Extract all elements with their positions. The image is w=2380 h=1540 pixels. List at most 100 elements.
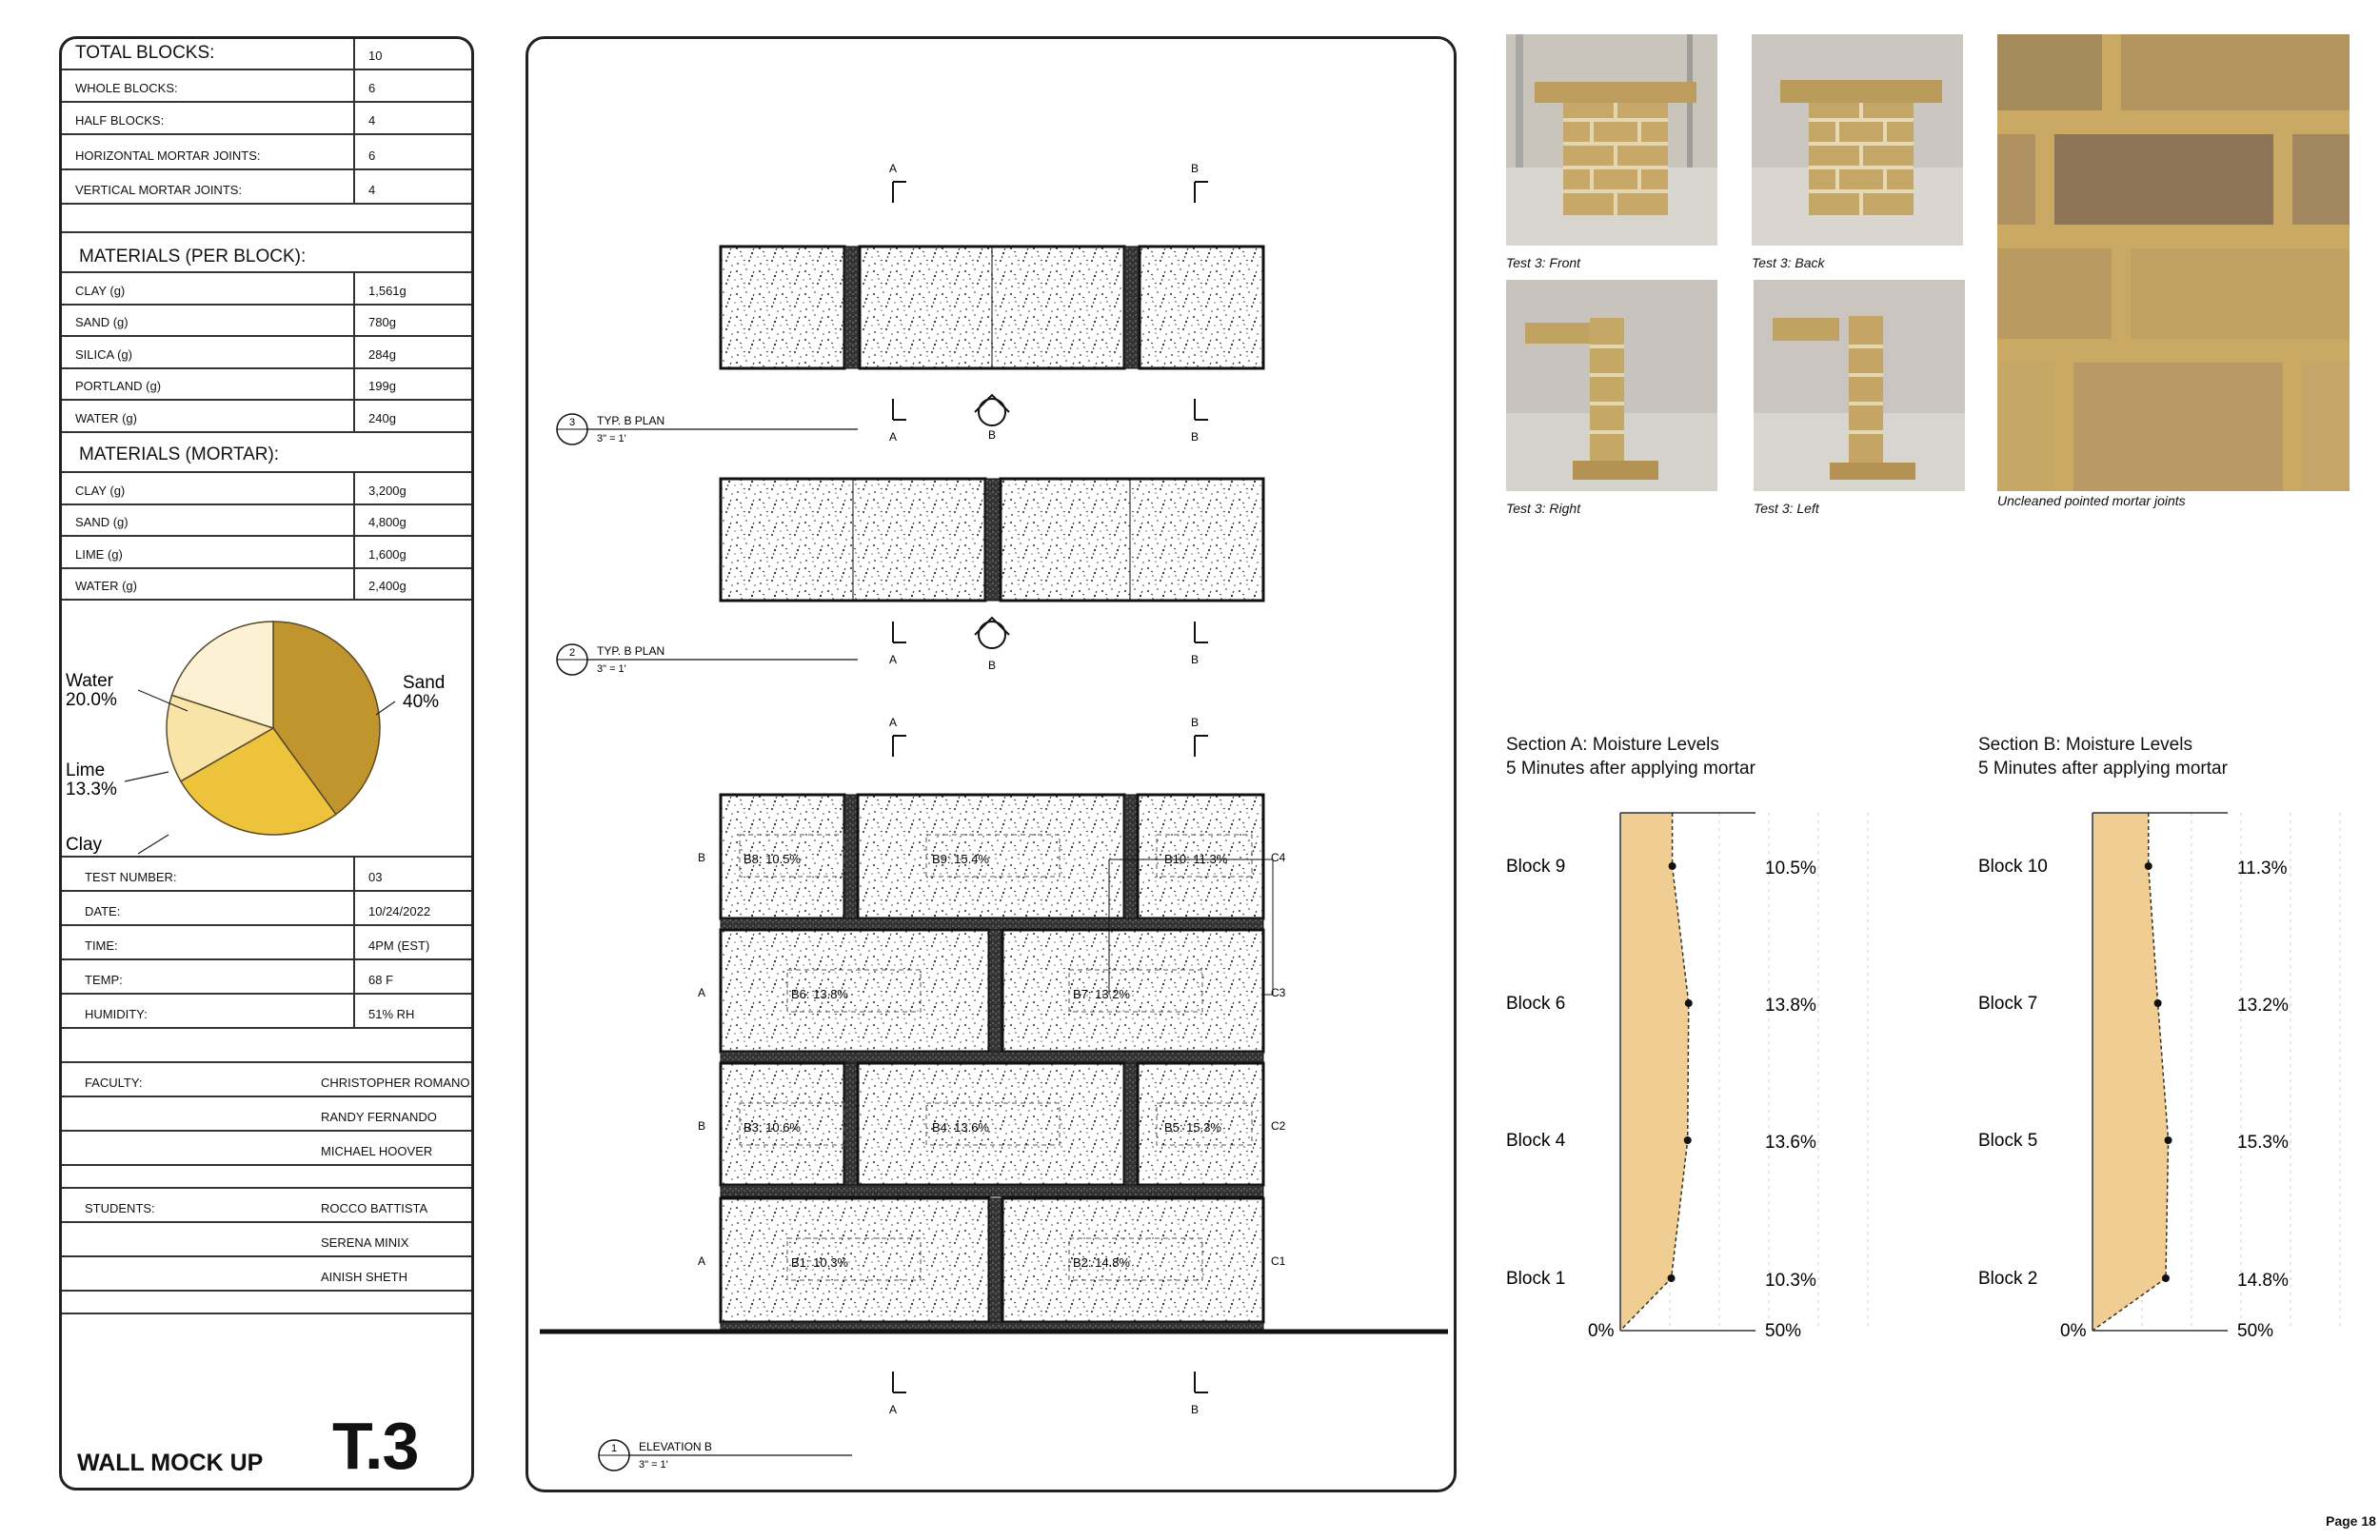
row-value: 240g (368, 410, 396, 425)
moisture-point (2153, 999, 2162, 1007)
row-value: 10/24/2022 (368, 904, 431, 918)
row-label: SAND (g) (75, 515, 129, 529)
value-label: 10.5% (1765, 859, 1816, 879)
plan3-block-left (719, 245, 846, 370)
table-row: CLAY (g)1,561g (62, 273, 471, 306)
section-mark-label: A (889, 653, 897, 666)
sensor-outline (1068, 1237, 1203, 1281)
elev-block (719, 1196, 991, 1324)
section-mark-label: B (1191, 430, 1199, 444)
row-value: 4PM (EST) (368, 938, 430, 953)
table-row: PORTLAND (g)199g (62, 368, 471, 401)
row-value: 51% RH (368, 1007, 415, 1021)
vertical-joints-value: 4 (368, 183, 376, 197)
category-label: Block 7 (1978, 994, 2037, 1014)
row-label: LIME (g) (75, 546, 123, 562)
moisture-area (2092, 813, 2169, 1331)
mortar-joint (1123, 1062, 1139, 1186)
category-label: Block 5 (1978, 1131, 2037, 1151)
students-label: STUDENTS: (85, 1201, 155, 1215)
pie-label-name: Clay (66, 835, 103, 855)
row-value: 03 (368, 870, 383, 884)
drawing-title: ELEVATION B (639, 1440, 712, 1453)
drawing-scale: 3" = 1' (597, 663, 626, 675)
drawing-scale: 3" = 1' (597, 433, 626, 444)
mortar-joint (988, 929, 1003, 1053)
sensor-outline (1068, 969, 1203, 1013)
materials-block-header-row (62, 233, 471, 273)
students-name: ROCCO BATTISTA (321, 1201, 428, 1215)
section-mark-label: B (1191, 1403, 1199, 1416)
horizontal-joints-label: HORIZONTAL MORTAR JOINTS: (75, 148, 261, 163)
sensor-outline (925, 834, 1061, 878)
table-row: TIME: 4PM (EST) (62, 926, 471, 960)
block-moisture-label: B3: 10.6% (744, 1120, 801, 1135)
row-label: TIME: (85, 938, 118, 953)
sheet-number: T.3 (332, 1409, 419, 1483)
vertical-joints-row: VERTICAL MORTAR JOINTS: 4 (62, 170, 471, 205)
row-label: WATER (g) (75, 579, 137, 593)
mortar-joint (720, 1051, 1264, 1064)
row-value: 3,200g (368, 483, 407, 498)
spacer-row (62, 205, 471, 233)
materials-mortar-title: MATERIALS (MORTAR): (79, 444, 280, 464)
block-moisture-label: B7: 13.2% (1073, 987, 1130, 1001)
elev-block (719, 1061, 846, 1187)
moisture-point (1683, 1136, 1692, 1144)
section-mark-label: A (889, 716, 897, 729)
mortar-joint (1123, 246, 1140, 369)
value-label: 15.3% (2237, 1133, 2289, 1153)
row-label: TEST NUMBER: (85, 870, 177, 884)
chart-a-subtitle: 5 Minutes after applying mortar (1506, 759, 1755, 779)
row-label: WATER (g) (75, 410, 137, 425)
horizontal-joints-row: HORIZONTAL MORTAR JOINTS: 6 (62, 135, 471, 170)
row-label: SILICA (g) (75, 346, 132, 362)
table-row: HUMIDITY:51% RH (62, 995, 471, 1029)
photo-left (1754, 280, 1965, 491)
view-arrow (978, 621, 1006, 649)
sensor-outline (786, 969, 922, 1013)
x-tick-label: 0% (1588, 1321, 1615, 1341)
sensor-outline (786, 1237, 922, 1281)
category-label: Block 6 (1506, 994, 1565, 1014)
half-blocks-value: 4 (368, 113, 376, 128)
course-id: C1 (1271, 1254, 1286, 1268)
table-row: WATER (g)2,400g (62, 568, 471, 601)
mortar-joint (1123, 794, 1139, 919)
photo-front-image (1506, 34, 1717, 246)
table-row: WATER (g) 240g (62, 401, 471, 433)
moisture-point (1667, 1274, 1676, 1282)
drawing-number: 2 (569, 647, 575, 659)
section-mark-label: B (1191, 162, 1199, 175)
category-label: Block 1 (1506, 1269, 1565, 1289)
caption-closeup: Uncleaned pointed mortar joints (1997, 493, 2186, 508)
row-value: 1,561g (368, 283, 407, 298)
row-value: 199g (368, 379, 396, 393)
pie-leader-line (137, 689, 188, 712)
category-label: Block 4 (1506, 1131, 1566, 1151)
block-moisture-label: B6: 13.8% (791, 987, 848, 1001)
faculty-row: MICHAEL HOOVER (62, 1132, 471, 1166)
moisture-point (2164, 1136, 2172, 1144)
elev-block (1136, 793, 1265, 920)
whole-blocks-row: WHOLE BLOCKS: 6 (62, 70, 471, 103)
moisture-line (1619, 813, 1690, 1332)
section-mark-label: A (889, 1403, 897, 1416)
total-blocks-value: 10 (368, 49, 383, 63)
pie-leader-line (124, 771, 169, 782)
pie-label-name: Sand (403, 673, 445, 693)
moisture-point (1668, 862, 1676, 870)
table-row: SAND (g)780g (62, 305, 471, 337)
row-label: CLAY (g) (75, 483, 126, 498)
section-mark-label: A (889, 162, 897, 175)
info-panel: TOTAL BLOCKS: 10 WHOLE BLOCKS: 6 HALF BL… (59, 36, 474, 1491)
chart-b-subtitle: 5 Minutes after applying mortar (1978, 759, 2228, 779)
block-moisture-label: B1: 10.3% (791, 1255, 848, 1270)
pie-leader-line (137, 834, 169, 855)
faculty-label: FACULTY: (85, 1076, 143, 1090)
elev-block (856, 793, 1126, 920)
value-label: 10.3% (1765, 1271, 1816, 1291)
mortar-joint (720, 918, 1264, 931)
